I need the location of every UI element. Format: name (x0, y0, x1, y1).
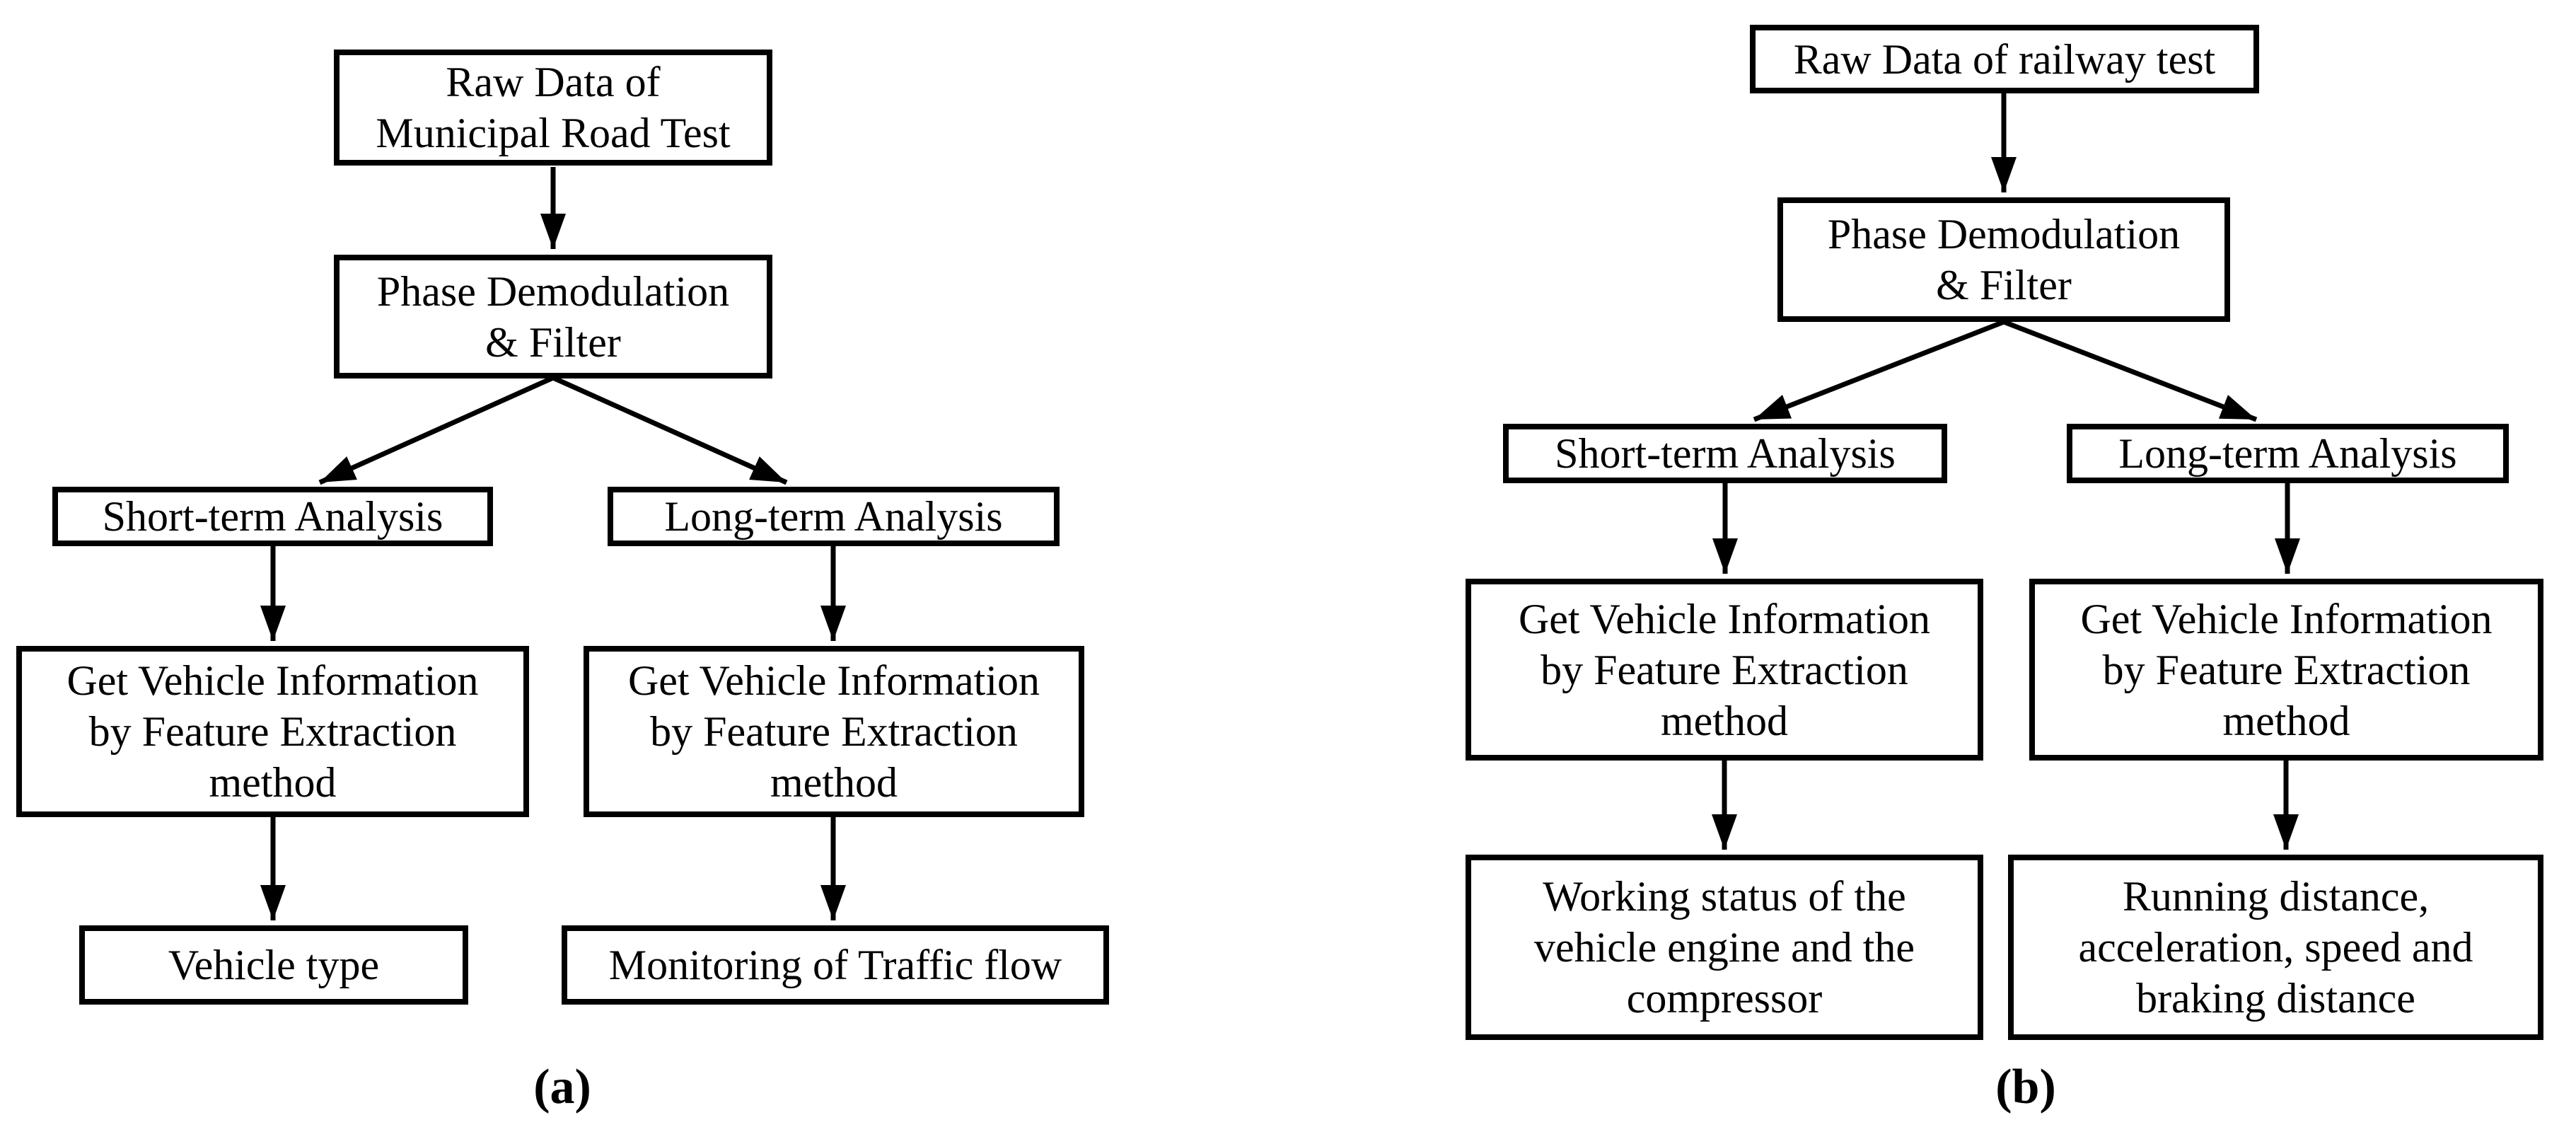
panel-caption-a: (a) (533, 1060, 591, 1114)
box-get-info-short-a: Get Vehicle Information by Feature Extra… (16, 646, 529, 817)
box-vehicle-type-a: Vehicle type (79, 925, 468, 1005)
box-raw-data-a: Raw Data of Municipal Road Test (334, 50, 772, 166)
box-running-metrics-b: Running distance, acceleration, speed an… (2008, 855, 2543, 1040)
box-get-info-long-a-label: Get Vehicle Information by Feature Extra… (627, 657, 1040, 806)
box-phase-filter-a-label: Phase Demodulation & Filter (376, 267, 730, 366)
box-get-info-long-b-label: Get Vehicle Information by Feature Extra… (2080, 595, 2493, 744)
box-phase-filter-b-label: Phase Demodulation & Filter (1827, 211, 2181, 308)
box-get-info-short-a-label: Get Vehicle Information by Feature Extra… (66, 657, 479, 806)
box-short-term-b-label: Short-term Analysis (1555, 430, 1896, 477)
box-phase-filter-a: Phase Demodulation & Filter (334, 255, 772, 378)
box-get-info-short-b-label: Get Vehicle Information by Feature Extra… (1518, 595, 1931, 744)
box-short-term-a-label: Short-term Analysis (102, 493, 443, 540)
box-get-info-short-b: Get Vehicle Information by Feature Extra… (1466, 579, 1983, 761)
box-working-status-b-label: Working status of the vehicle engine and… (1533, 873, 1915, 1022)
box-long-term-a: Long-term Analysis (608, 487, 1060, 546)
arrow-phase-to-long-b (2002, 319, 2258, 422)
box-vehicle-type-a-label: Vehicle type (168, 942, 380, 988)
box-raw-data-b-label: Raw Data of railway test (1793, 35, 2216, 83)
box-phase-filter-b: Phase Demodulation & Filter (1777, 197, 2230, 322)
box-raw-data-b: Raw Data of railway test (1750, 25, 2259, 93)
arrow-phase-to-short-a (318, 375, 555, 485)
box-long-term-a-label: Long-term Analysis (664, 493, 1003, 540)
box-traffic-flow-a: Monitoring of Traffic flow (562, 925, 1109, 1005)
box-traffic-flow-a-label: Monitoring of Traffic flow (608, 942, 1062, 988)
box-long-term-b: Long-term Analysis (2067, 424, 2509, 483)
box-long-term-b-label: Long-term Analysis (2118, 430, 2457, 477)
panel-caption-b: (b) (1995, 1060, 2056, 1114)
arrow-phase-to-short-b (1753, 319, 2005, 422)
box-get-info-long-b: Get Vehicle Information by Feature Extra… (2029, 579, 2543, 761)
box-get-info-long-a: Get Vehicle Information by Feature Extra… (584, 646, 1084, 817)
arrow-phase-to-long-a (552, 375, 788, 485)
box-working-status-b: Working status of the vehicle engine and… (1466, 855, 1983, 1040)
box-running-metrics-b-label: Running distance, acceleration, speed an… (2078, 873, 2473, 1022)
box-short-term-a: Short-term Analysis (52, 487, 493, 546)
box-short-term-b: Short-term Analysis (1503, 424, 1947, 483)
box-raw-data-a-label: Raw Data of Municipal Road Test (376, 59, 731, 156)
